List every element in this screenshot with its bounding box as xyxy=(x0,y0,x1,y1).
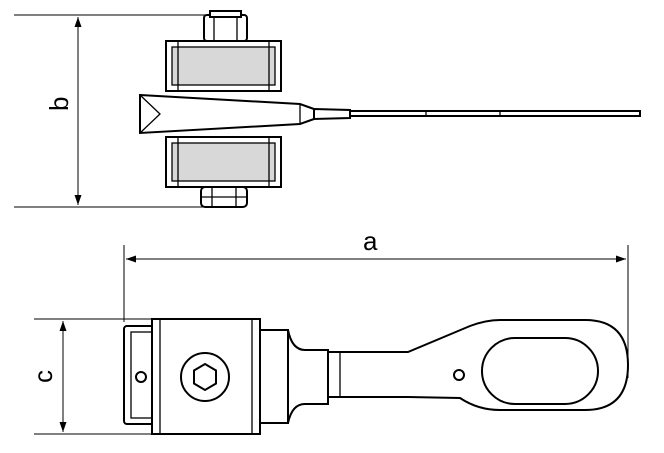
strap-eye xyxy=(327,319,630,411)
back-plate xyxy=(123,325,155,425)
strap-neck xyxy=(287,329,329,424)
hex-socket xyxy=(180,352,230,402)
upper-jaw xyxy=(165,40,282,92)
lower-jaw xyxy=(165,136,282,188)
top-nut xyxy=(203,10,248,42)
wedge xyxy=(139,93,315,135)
dimension-c-label: c xyxy=(28,370,58,383)
side-view xyxy=(14,10,641,208)
dimension-b-label: b xyxy=(44,97,74,111)
bottom-nut xyxy=(200,186,248,208)
cable xyxy=(313,107,641,121)
plan-view xyxy=(34,245,630,435)
dimension-a-label: a xyxy=(363,226,378,256)
